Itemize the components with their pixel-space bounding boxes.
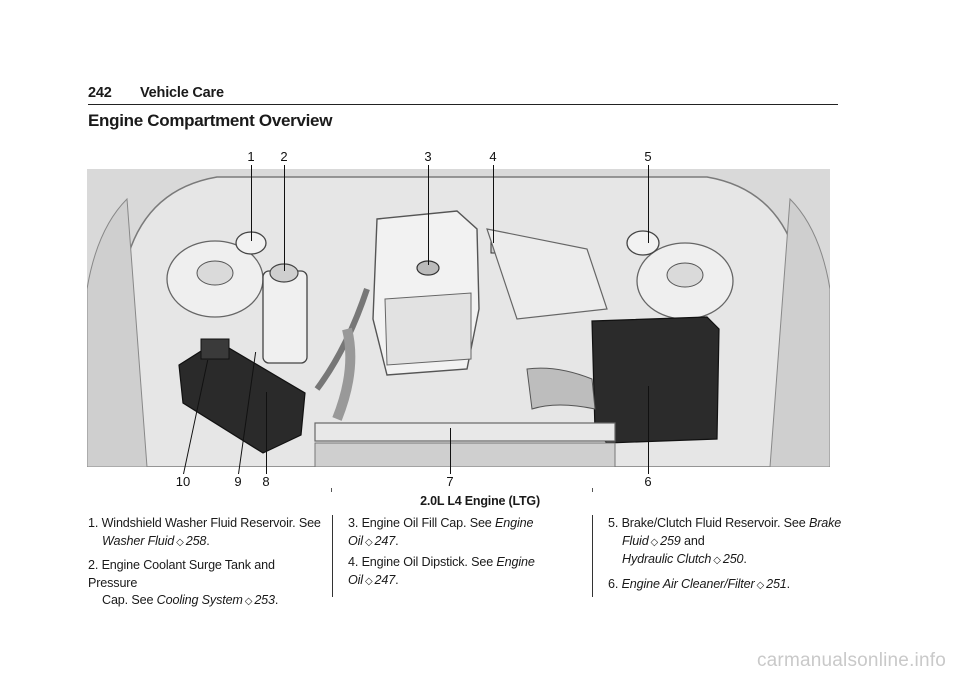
legend-item-2: 2. Engine Coolant Surge Tank and Pressur…	[88, 558, 279, 607]
leader-line-7	[450, 428, 451, 474]
callout-3: 3	[424, 149, 432, 164]
page-ref-icon: ◇	[756, 579, 765, 591]
item-number: 5.	[608, 516, 619, 530]
engine-illustration-svg	[87, 169, 830, 467]
crop-tick-right	[592, 488, 593, 492]
column-divider-1	[332, 515, 333, 597]
item-ref-link[interactable]: Engine Oil	[348, 555, 535, 587]
leader-line-1	[251, 165, 252, 241]
item-ref-link[interactable]: Brake	[808, 516, 842, 530]
legend-item-5: 5. Brake/Clutch Fluid Reservoir. See Bra…	[608, 516, 842, 566]
item-text: Windshield Washer Fluid Reservoir. See	[101, 516, 321, 530]
item-page-ref[interactable]: 258	[185, 533, 207, 548]
page-ref-icon: ◇	[176, 536, 184, 548]
page-header: 242 Vehicle Care	[88, 84, 838, 105]
item-text: Brake/Clutch Fluid Reservoir. See	[621, 516, 806, 530]
callout-6: 6	[644, 474, 652, 489]
column-divider-2	[592, 515, 593, 597]
legend-item-6: 6. Engine Air Cleaner/Filter◇251.	[608, 576, 791, 591]
item-ref-link-2[interactable]: Hydraulic Clutch	[622, 552, 712, 566]
item-page-ref[interactable]: 259	[660, 533, 681, 548]
callout-1: 1	[247, 149, 255, 164]
figure-caption: 2.0L L4 Engine (LTG)	[420, 494, 540, 508]
legend-item-4: 4. Engine Oil Dipstick. See Engine Oil◇2…	[348, 555, 535, 587]
item-text: Engine Oil Fill Cap. See	[361, 516, 492, 530]
crop-tick-left	[331, 488, 332, 492]
leader-line-8	[266, 392, 267, 474]
callout-4: 4	[489, 149, 497, 164]
item-ref-link[interactable]: Washer Fluid	[102, 533, 175, 548]
legend-column-3: 5. Brake/Clutch Fluid Reservoir. See Bra…	[608, 515, 846, 600]
legend-item-1: 1. Windshield Washer Fluid Reservoir. Se…	[88, 516, 321, 548]
item-ref-link-cont[interactable]: Fluid	[622, 533, 649, 548]
callout-7: 7	[446, 474, 454, 489]
leader-line-2	[284, 165, 285, 271]
item-number: 4.	[348, 555, 359, 569]
item-number: 1.	[88, 516, 99, 530]
legend-item-3: 3. Engine Oil Fill Cap. See Engine Oil◇2…	[348, 516, 534, 548]
legend-column-2: 3. Engine Oil Fill Cap. See Engine Oil◇2…	[348, 515, 586, 596]
page-ref-icon: ◇	[650, 536, 659, 548]
callout-8: 8	[262, 474, 270, 489]
section-title: Engine Compartment Overview	[88, 111, 333, 130]
leader-line-3	[428, 165, 429, 265]
page-ref-icon: ◇	[364, 536, 373, 548]
item-text-cont: Cap. See	[102, 593, 154, 607]
legend-column-1: 1. Windshield Washer Fluid Reservoir. Se…	[88, 515, 326, 617]
item-page-ref[interactable]: 247	[374, 572, 396, 587]
callout-9: 9	[234, 474, 242, 489]
item-page-ref[interactable]: 251	[766, 576, 787, 591]
item-number: 6.	[608, 576, 619, 591]
item-ref-link[interactable]: Cooling System	[156, 593, 243, 607]
leader-line-4	[493, 165, 494, 243]
item-ref-link[interactable]: Engine Oil	[348, 516, 534, 548]
page-number: 242	[88, 85, 112, 101]
item-page-ref-2[interactable]: 250	[722, 552, 744, 566]
leader-line-5	[648, 165, 649, 243]
item-text: Engine Coolant Surge Tank and Pressure	[88, 558, 275, 590]
item-number: 2.	[88, 558, 99, 572]
item-page-ref[interactable]: 247	[374, 533, 396, 548]
watermark: carmanualsonline.info	[756, 650, 946, 671]
callout-2: 2	[280, 149, 288, 164]
chapter-title: Vehicle Care	[140, 85, 224, 101]
callout-5: 5	[644, 149, 652, 164]
item-number: 3.	[348, 516, 359, 530]
item-text: Engine Oil Dipstick. See	[361, 555, 494, 569]
item-ref-link[interactable]: Engine Air Cleaner/Filter	[621, 576, 755, 591]
page-ref-icon: ◇	[713, 555, 721, 566]
item-page-ref[interactable]: 253	[254, 593, 275, 607]
engine-compartment-illustration	[87, 169, 830, 467]
leader-line-6	[648, 386, 649, 474]
page-ref-icon: ◇	[244, 596, 253, 607]
callout-10: 10	[175, 474, 191, 489]
page-ref-icon: ◇	[364, 575, 373, 587]
